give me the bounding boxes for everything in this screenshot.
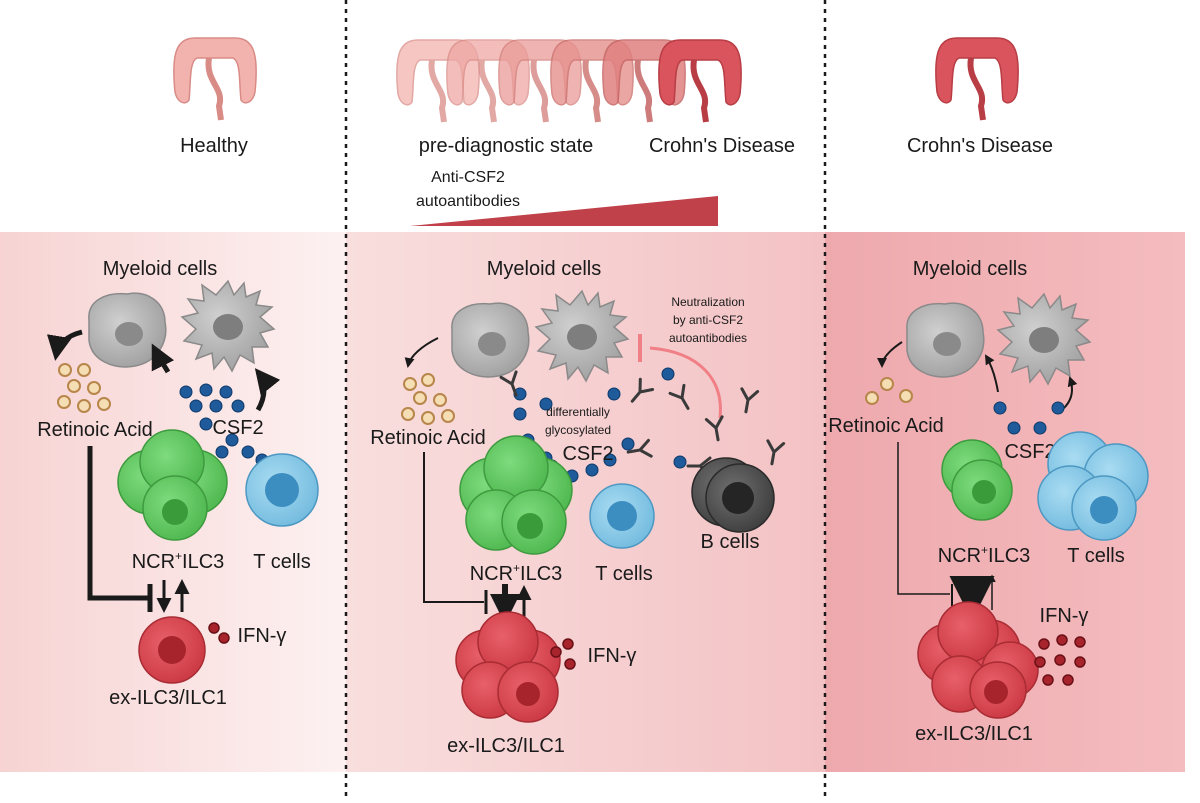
crohns-right-title: Crohn's Disease (907, 135, 1053, 157)
neutralization-inhibit-curve (649, 346, 722, 419)
right-retinoic-label: Retinoic Acid (828, 415, 944, 437)
neutralization-line1: Neutralization (671, 295, 744, 309)
middle-csf2-label: CSF2 (562, 443, 613, 465)
healthy-arrow-csf2-to-mac (151, 343, 175, 374)
diff-glycosylated-line1: differentially (546, 405, 610, 419)
middle-b-cell (691, 457, 775, 533)
middle-ilc3-cluster (459, 435, 573, 555)
healthy-title: Healthy (180, 135, 248, 157)
middle-macrophage (451, 302, 530, 378)
anti-csf2-label-line1: Anti-CSF2 (431, 169, 505, 186)
right-csf2-dots (993, 401, 1065, 435)
healthy-colon-icon (174, 38, 256, 120)
right-arrow-to-ra (877, 341, 903, 368)
diff-glycosylated-line2: glycosylated (545, 423, 611, 437)
neutralization-line3: autoantibodies (669, 331, 747, 345)
right-arrow-csf2-to-mac (984, 354, 999, 393)
right-ifng-dots (1034, 634, 1086, 686)
healthy-exilc-label: ex-ILC3/ILC1 (109, 687, 227, 709)
healthy-ifng-label: IFN-γ (238, 625, 287, 647)
middle-ifng-dots (550, 638, 576, 670)
middle-exilc-label: ex-ILC3/ILC1 (447, 735, 565, 757)
progression-colon-icons (397, 40, 741, 122)
right-retinoic-dots (865, 377, 913, 405)
right-macrophage (906, 302, 985, 378)
crohns-middle-title: Crohn's Disease (649, 135, 795, 157)
healthy-t-cell (245, 453, 319, 527)
healthy-panel: Myeloid cells Retinoic Acid CSF2 (37, 258, 319, 709)
middle-ra-inhibition-line (423, 452, 484, 603)
middle-myeloid-label: Myeloid cells (487, 258, 601, 280)
middle-tcell-label: T cells (595, 563, 652, 585)
right-csf2-label: CSF2 (1004, 441, 1055, 463)
right-ilc3-cluster (941, 439, 1013, 521)
healthy-ilc3-cluster (117, 429, 228, 541)
autoantibody-gradient-wedge (410, 196, 718, 226)
healthy-exilc-cell (138, 616, 206, 684)
disease-panel: Myeloid cells Retinoic Acid CSF2 NCR+ILC… (828, 258, 1149, 745)
middle-ifng-label: IFN-γ (588, 645, 637, 667)
right-tcell-cluster (1037, 431, 1149, 541)
middle-retinoic-label: Retinoic Acid (370, 427, 486, 449)
right-exilc-cluster (917, 601, 1039, 719)
right-tcell-label: T cells (1067, 545, 1124, 567)
healthy-ifng-dots (208, 622, 230, 644)
healthy-csf2-label: CSF2 (212, 417, 263, 439)
healthy-ra-inhibition-line (87, 446, 148, 601)
healthy-myeloid-label: Myeloid cells (103, 258, 217, 280)
healthy-retinoic-label: Retinoic Acid (37, 419, 153, 441)
healthy-ilc3-label: NCR+ILC3 (132, 549, 225, 573)
pre-diagnostic-title: pre-diagnostic state (419, 135, 594, 157)
right-ra-inhibition-line (897, 442, 950, 595)
healthy-arrow-csf2-to-dc (254, 368, 281, 412)
anti-csf2-label-line2: autoantibodies (416, 193, 520, 210)
transition-panel: Myeloid cells Neutralization by anti-CSF… (370, 258, 786, 757)
right-arrow-csf2-to-dc (1063, 376, 1078, 409)
disease-colon-icon (936, 38, 1018, 120)
middle-bcell-label: B cells (701, 531, 760, 553)
right-ifng-label: IFN-γ (1040, 605, 1089, 627)
healthy-macrophage (88, 292, 167, 368)
right-myeloid-label: Myeloid cells (913, 258, 1027, 280)
middle-ilc3-label: NCR+ILC3 (470, 561, 563, 585)
healthy-arrow-to-ra (46, 329, 83, 361)
middle-t-cell (589, 483, 655, 549)
middle-exilc-cluster (455, 611, 561, 723)
neutralization-line2: by anti-CSF2 (673, 313, 743, 327)
right-exilc-label: ex-ILC3/ILC1 (915, 723, 1033, 745)
healthy-retinoic-dots (57, 363, 111, 413)
middle-arrow-to-ra (404, 337, 439, 368)
middle-retinoic-dots (401, 373, 455, 425)
healthy-csf2-dots (179, 383, 269, 467)
healthy-tcell-label: T cells (253, 551, 310, 573)
right-ilc3-label: NCR+ILC3 (938, 543, 1031, 567)
